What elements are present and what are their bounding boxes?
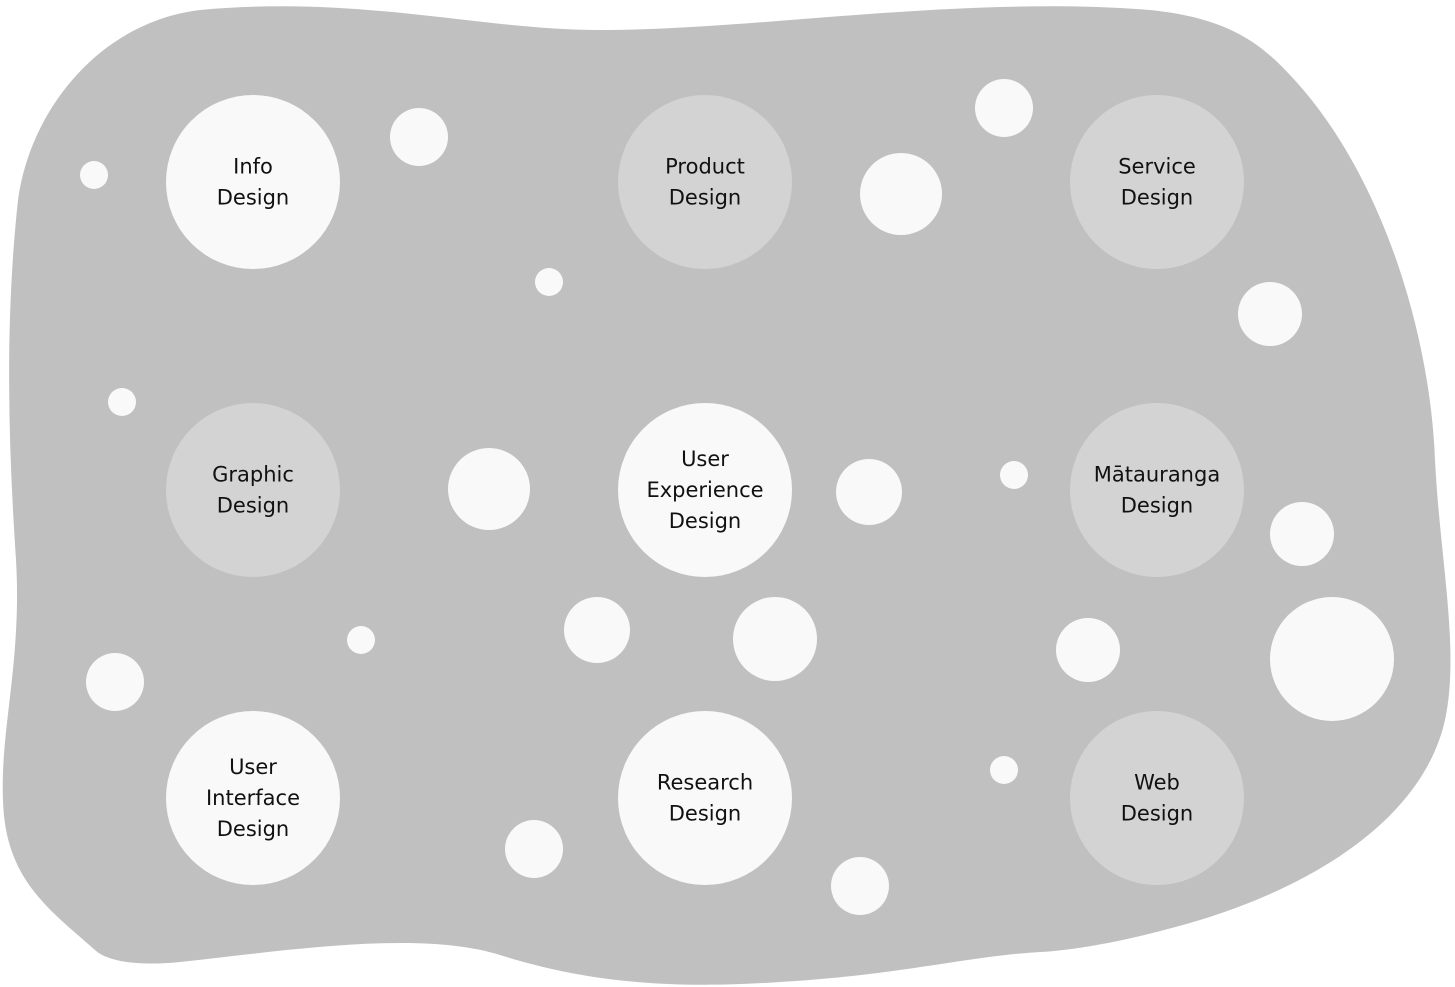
decorative-bubble <box>990 756 1018 784</box>
decorative-bubble <box>836 459 902 525</box>
decorative-bubble <box>505 820 563 878</box>
decorative-bubble <box>86 653 144 711</box>
node-circle <box>1070 95 1244 269</box>
decorative-bubble <box>1056 618 1120 682</box>
node-label-line: Research <box>657 771 753 795</box>
node-label-line: Design <box>217 494 290 518</box>
node-circle <box>1070 403 1244 577</box>
decorative-bubble <box>1270 502 1334 566</box>
node-label-line: Design <box>1121 186 1194 210</box>
node-label-line: User <box>229 755 277 779</box>
node-label-line: Design <box>669 802 742 826</box>
node-label-line: Design <box>1121 494 1194 518</box>
node-label-line: Experience <box>646 478 763 502</box>
node-label-line: Interface <box>206 786 300 810</box>
node-label-line: Mātauranga <box>1094 463 1220 487</box>
decorative-bubble <box>1270 597 1394 721</box>
decorative-bubble <box>1000 461 1028 489</box>
decorative-bubble <box>564 597 630 663</box>
decorative-bubble <box>80 161 108 189</box>
decorative-bubble <box>535 268 563 296</box>
decorative-bubble <box>448 448 530 530</box>
decorative-bubble <box>108 388 136 416</box>
node-label-line: Service <box>1118 155 1196 179</box>
decorative-bubble <box>1238 282 1302 346</box>
decorative-bubble <box>733 597 817 681</box>
decorative-bubbles <box>80 79 1394 915</box>
node-label-line: Design <box>217 186 290 210</box>
decorative-bubble <box>390 108 448 166</box>
node-label-line: Design <box>1121 802 1194 826</box>
decorative-bubble <box>347 626 375 654</box>
node-label-line: Design <box>669 186 742 210</box>
node-label-line: Design <box>669 509 742 533</box>
node-circle <box>166 95 340 269</box>
node-label-line: Graphic <box>212 463 294 487</box>
discipline-nodes: InfoDesignProductDesignServiceDesignGrap… <box>166 95 1244 885</box>
node-label-line: Product <box>665 155 745 179</box>
node-label-line: Web <box>1134 771 1180 795</box>
node-circle <box>618 711 792 885</box>
node-label-line: Design <box>217 817 290 841</box>
node-circle <box>1070 711 1244 885</box>
node-label-line: User <box>681 447 729 471</box>
node-circle <box>618 403 792 577</box>
node-circle <box>166 403 340 577</box>
node-label-line: Info <box>233 155 273 179</box>
decorative-bubble <box>975 79 1033 137</box>
decorative-bubble <box>860 153 942 235</box>
decorative-bubble <box>831 857 889 915</box>
node-circle <box>166 711 340 885</box>
node-circle <box>618 95 792 269</box>
